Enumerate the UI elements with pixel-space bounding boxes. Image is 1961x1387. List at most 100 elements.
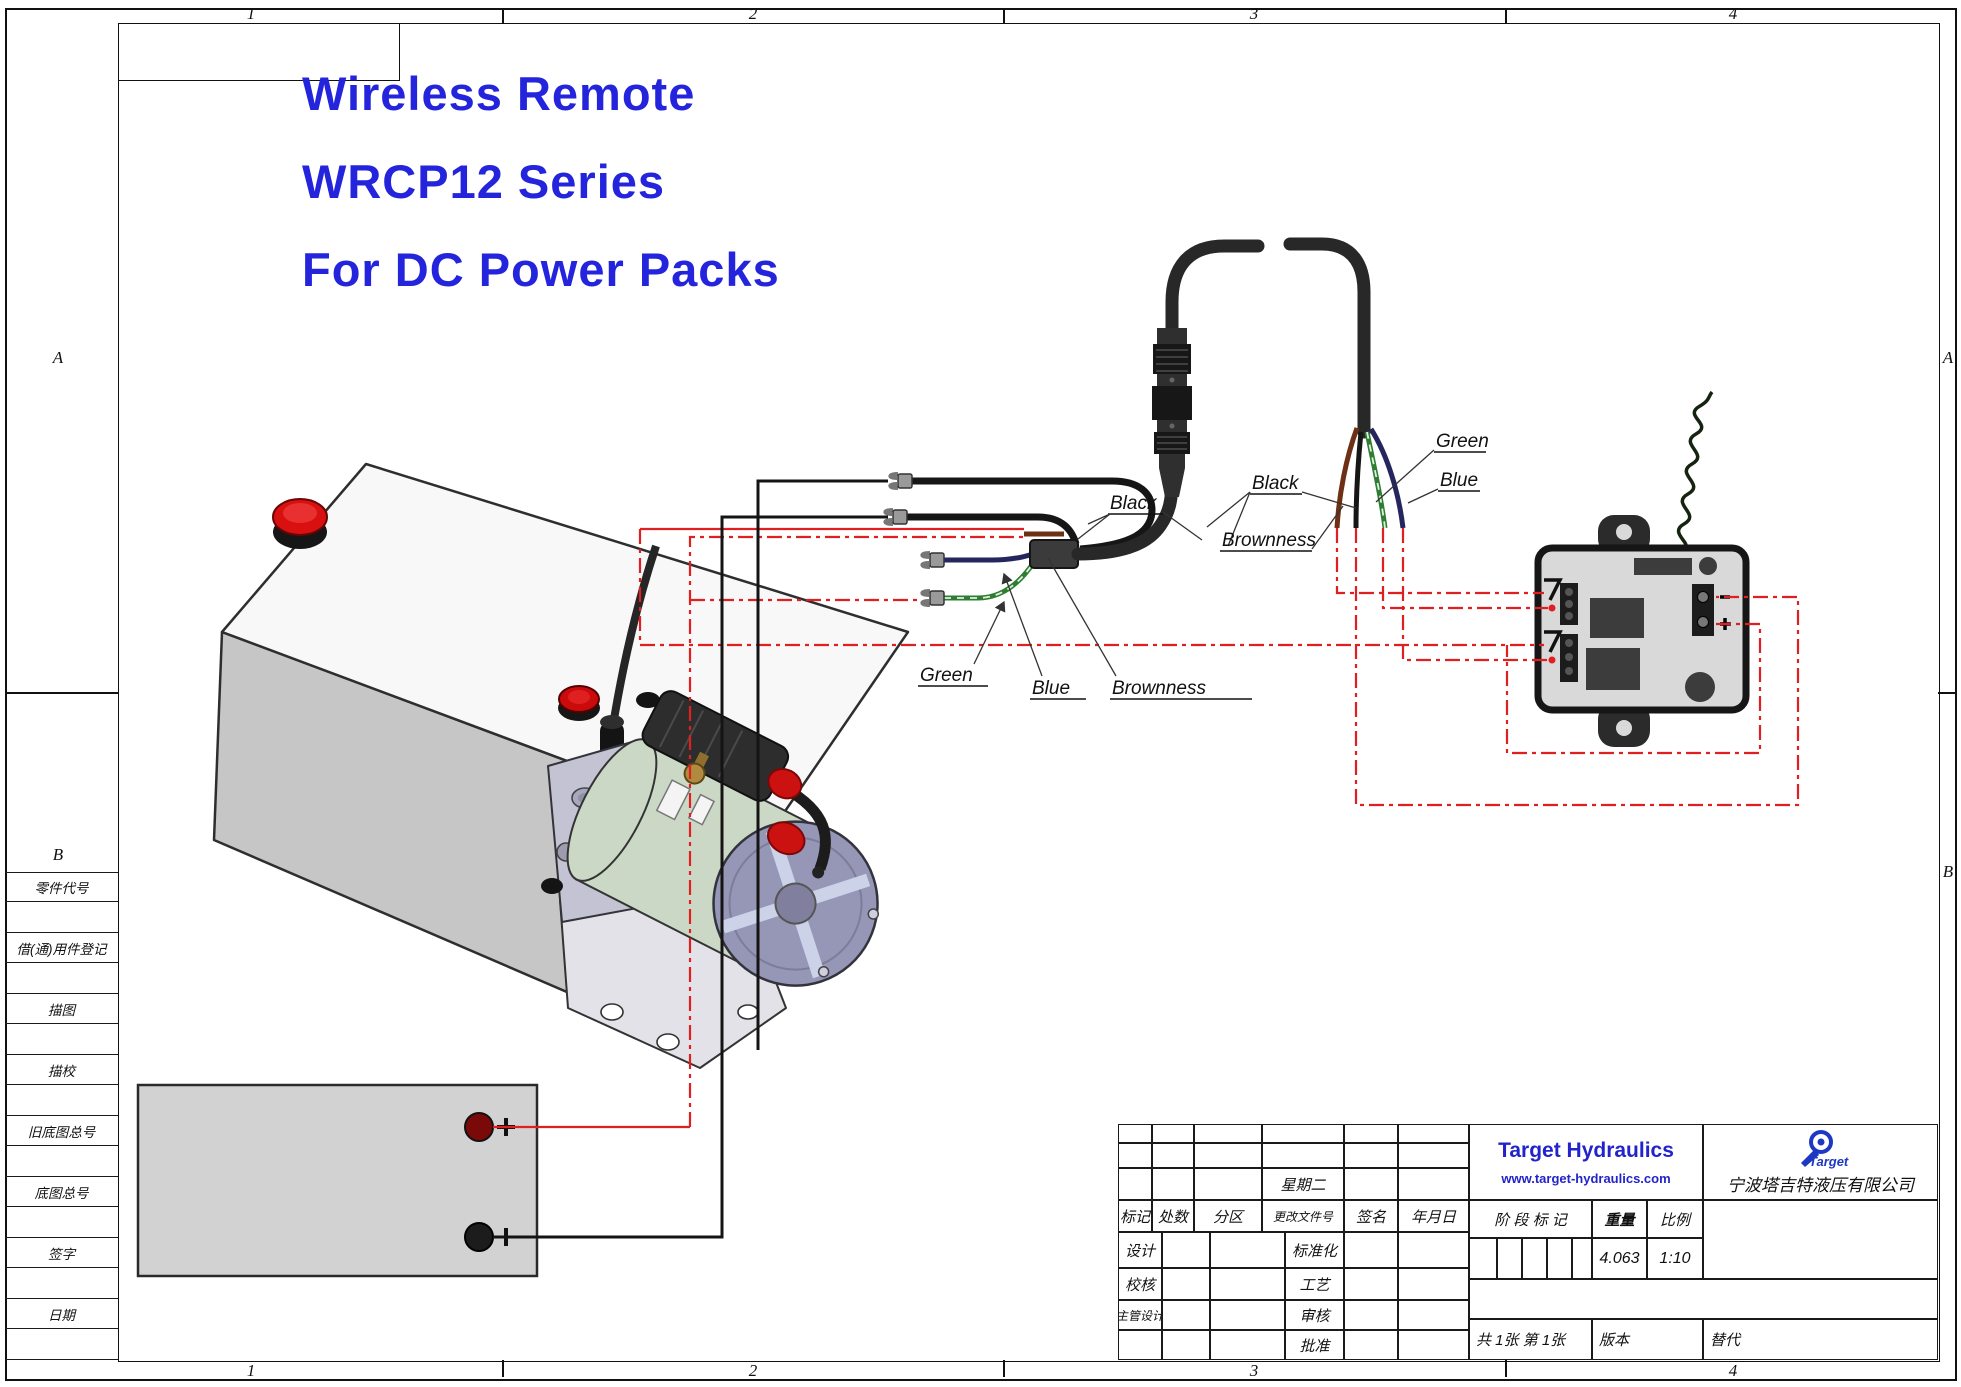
harness-sleeve (1029, 539, 1079, 569)
titleblock-cell (1162, 1232, 1210, 1268)
relay-2 (1586, 648, 1640, 690)
dc-motor (566, 690, 880, 987)
titleblock-cell (1398, 1168, 1469, 1200)
titleblock-cell (1118, 1168, 1152, 1200)
revision-header: 年月日 (1398, 1200, 1469, 1232)
main-cable (1071, 239, 1265, 561)
titleblock-cell (1118, 1124, 1152, 1143)
titleblock-cell (1398, 1268, 1469, 1300)
left-panel-label: 借(通)用件登记 (5, 933, 118, 963)
main-cable (1283, 237, 1371, 439)
receiver (1534, 390, 1750, 747)
company-cell: Target Hydraulics www.target-hydraulics.… (1469, 1124, 1703, 1200)
battery (136, 1083, 539, 1278)
left-panel-gap (5, 1329, 118, 1360)
label-blue-bottom: Blue (1032, 678, 1070, 699)
role-cell: 校核 (1118, 1268, 1162, 1300)
label-brownness-top: Brownness (1222, 530, 1316, 551)
zone-tick (5, 692, 118, 694)
receiver-buzzer (1685, 672, 1715, 702)
spade-terminal (888, 472, 913, 490)
logo-cell: Target 宁波塔吉特液压有限公司 (1703, 1124, 1938, 1200)
left-panel-label: 描校 (5, 1055, 118, 1085)
terminal-strip-1 (1560, 583, 1578, 625)
label-green-bottom: Green (920, 665, 973, 686)
blue-wire (1368, 427, 1406, 529)
titleblock-cell (1262, 1124, 1344, 1143)
titleblock-cell (1162, 1330, 1210, 1360)
grid-number-top: 4 (1728, 4, 1738, 23)
battery-positive-terminal (464, 1112, 494, 1142)
weight-header: 重量 (1592, 1200, 1647, 1238)
company-website: www.target-hydraulics.com (1501, 1170, 1671, 1186)
drawing-number-cell (1703, 1200, 1938, 1279)
black-wire (1353, 431, 1364, 529)
green-wire (1364, 431, 1388, 529)
terminal-strip-2 (1560, 634, 1578, 682)
red-control-wiring (493, 527, 1800, 1129)
titleblock-cell (1210, 1232, 1285, 1268)
role-cell: 批准 (1285, 1330, 1344, 1360)
left-panel-gap (5, 1146, 118, 1177)
replace-cell: 替代 (1703, 1319, 1938, 1360)
revision-header: 分区 (1194, 1200, 1262, 1232)
wire-label-group: Black Black Green Blue Brownness Green B… (918, 431, 1489, 700)
left-panel-gap (5, 902, 118, 933)
grid-number-bottom: 1 (246, 1361, 256, 1380)
spade-terminal (883, 508, 908, 526)
zone-tick (502, 8, 504, 23)
grid-letter-left: A (52, 348, 64, 367)
titleblock-cell (1344, 1300, 1398, 1330)
grid-letter-left: B (52, 845, 64, 864)
outer-border (5, 8, 1957, 1381)
label-green-top: Green (1436, 431, 1489, 452)
titleblock-cell (1344, 1268, 1398, 1300)
grid-letter-right: A (1942, 348, 1954, 367)
titleblock-cell (1152, 1124, 1194, 1143)
top-left-box (118, 23, 400, 81)
stage-sub-cell (1522, 1238, 1547, 1279)
motor-ground-wire (756, 479, 888, 1050)
revision-header: 处数 (1152, 1200, 1194, 1232)
scale-header: 比例 (1647, 1200, 1703, 1238)
zone-tick (1003, 1360, 1005, 1377)
grid-number-bottom: 3 (1249, 1361, 1259, 1380)
titleblock-cell (1118, 1330, 1162, 1360)
titleblock-cell (1262, 1143, 1344, 1168)
spade-terminal (920, 551, 945, 569)
titleblock-cell (1210, 1300, 1285, 1330)
left-panel-label: 底图总号 (5, 1177, 118, 1207)
role-cell: 设计 (1118, 1232, 1162, 1268)
titleblock-cell (1344, 1143, 1398, 1168)
titleblock-cell (1118, 1143, 1152, 1168)
weight-value: 4.063 (1592, 1238, 1647, 1279)
mounting-bracket (559, 899, 787, 1069)
wire-clip-icon (1544, 578, 1563, 601)
stage-header: 阶 段 标 记 (1469, 1200, 1592, 1238)
empty-band (1469, 1279, 1938, 1319)
stage-sub-cell (1547, 1238, 1572, 1279)
stage-sub-cell (1497, 1238, 1522, 1279)
sheet-info: 共 1张 第 1张 (1469, 1319, 1592, 1360)
titleblock-cell (1194, 1168, 1262, 1200)
mounting-tab-bottom (1598, 703, 1650, 747)
spade-terminal (920, 589, 945, 607)
company-name-cn: 宁波塔吉特液压有限公司 (1727, 1175, 1914, 1195)
titleblock-cell (1398, 1232, 1469, 1268)
battery-negative-wire (493, 515, 888, 1239)
label-blue-top: Blue (1440, 470, 1478, 491)
titleblock-cell (1398, 1143, 1469, 1168)
receiver-top-bar (1634, 558, 1692, 575)
titleblock-cell (1344, 1168, 1398, 1200)
titleblock-cell (1162, 1300, 1210, 1330)
power-unit (212, 462, 910, 1069)
filler-cap (272, 498, 328, 549)
svg-text:Target: Target (1809, 1154, 1849, 1169)
brown-wire (1334, 427, 1360, 529)
zone-tick (502, 1360, 504, 1377)
role-cell: 主管设计 (1118, 1300, 1162, 1330)
scale-value: 1:10 (1647, 1238, 1703, 1279)
left-panel-label: 零件代号 (5, 872, 118, 902)
